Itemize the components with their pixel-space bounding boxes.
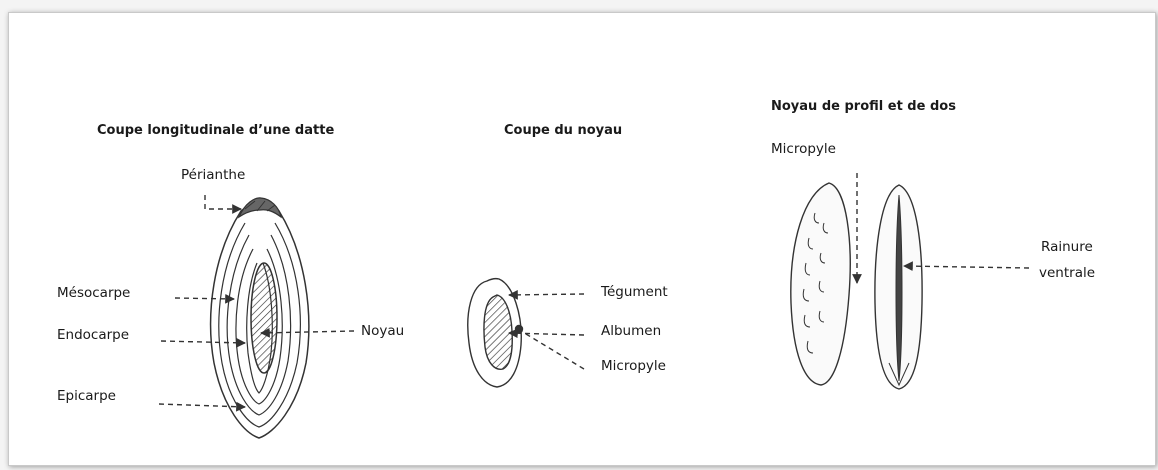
datte-section-title: Coupe longitudinale d’une datte <box>97 123 334 138</box>
seed-back-drawing <box>875 185 922 389</box>
figure-frame: Coupe longitudinale d’une datte Périanth… <box>8 12 1156 466</box>
label-micropyle-section: Micropyle <box>601 358 666 374</box>
label-tegument: Tégument <box>601 284 668 300</box>
label-micropyle-profil: Micropyle <box>771 141 836 157</box>
label-mesocarpe: Mésocarpe <box>57 285 130 301</box>
label-ventrale: ventrale <box>1039 265 1095 281</box>
noyau-section-title: Coupe du noyau <box>504 123 622 138</box>
label-perianthe: Périanthe <box>181 167 245 183</box>
label-noyau: Noyau <box>361 323 404 339</box>
profil-section-title: Noyau de profil et de dos <box>771 99 956 114</box>
seed-profile-drawing <box>791 183 850 385</box>
botanical-sketch <box>9 13 1155 465</box>
label-albumen: Albumen <box>601 323 661 339</box>
label-rainure: Rainure <box>1041 239 1093 255</box>
label-endocarpe: Endocarpe <box>57 327 129 343</box>
date-section-drawing <box>211 198 309 438</box>
label-epicarpe: Epicarpe <box>57 388 116 404</box>
seed-section-drawing <box>468 279 523 387</box>
